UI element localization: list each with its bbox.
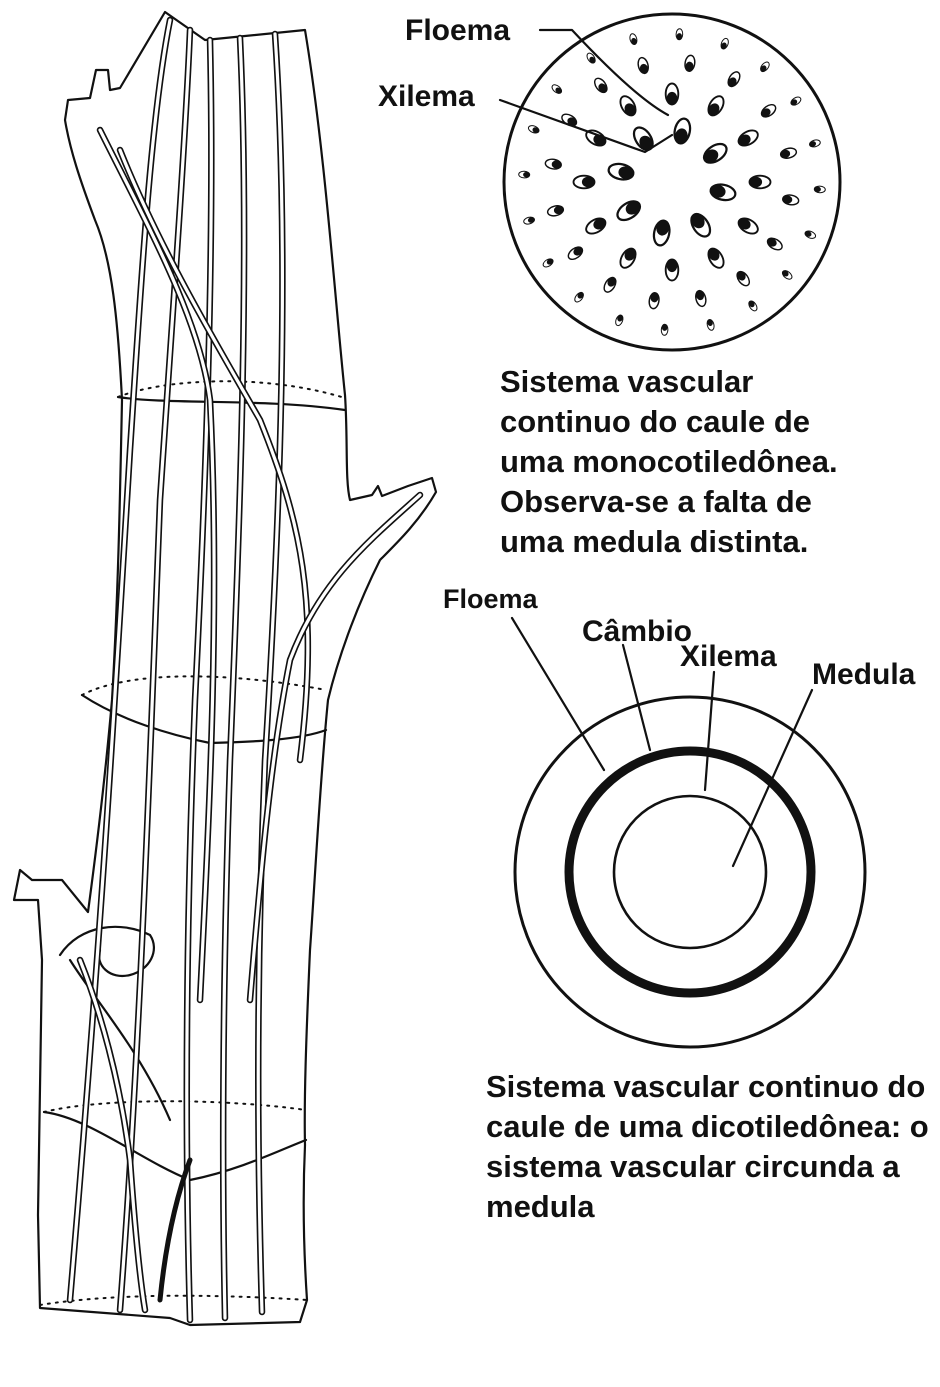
monocot-caption-line-4: Observa-se a falta de <box>500 484 812 519</box>
vascular-bundle <box>814 186 825 193</box>
vascular-bundle <box>574 176 595 189</box>
dicot-floema-label: Floema <box>443 584 539 614</box>
slice-1 <box>118 397 345 410</box>
xilema-pointer-dico <box>705 672 714 790</box>
vascular-bundle <box>666 84 679 105</box>
dicot-pith-circle <box>614 796 766 948</box>
monocot-floema-label: Floema <box>405 14 510 47</box>
vascular-bundle <box>519 171 530 178</box>
cambio-pointer-dico <box>623 645 650 750</box>
monocot-caption-line-2: continuo do caule de <box>500 404 810 439</box>
dicot-caption-line-1: Sistema vascular continuo do <box>486 1069 925 1104</box>
dicot-caption-line-3: sistema vascular circunda a <box>486 1149 900 1184</box>
dicot-caption-line-4: medula <box>486 1189 595 1224</box>
vascular-bundle <box>666 260 679 281</box>
dicot-cambium-ring <box>569 751 811 993</box>
vascular-strands <box>70 20 420 1320</box>
slice-2 <box>82 695 326 743</box>
monocot-cross-section <box>500 14 840 350</box>
slice-1-back <box>118 381 345 398</box>
vascular-bundle <box>661 324 668 335</box>
stem-illustration <box>14 12 436 1325</box>
vascular-bundle <box>676 29 683 40</box>
monocot-xilema-label: Xilema <box>378 80 475 113</box>
vascular-bundle <box>750 176 771 189</box>
dicot-caption: Sistema vascular continuo do caule de um… <box>486 1069 937 1224</box>
monocot-caption-line-1: Sistema vascular <box>500 364 753 399</box>
monocot-caption: Sistema vascular continuo do caule de um… <box>500 364 846 559</box>
monocot-circle <box>504 14 840 350</box>
monocot-caption-line-3: uma monocotiledônea. <box>500 444 838 479</box>
monocot-caption-line-5: uma medula distinta. <box>500 524 808 559</box>
dicot-cambio-label: Câmbio <box>582 615 692 648</box>
dicot-caption-line-2: caule de uma dicotiledônea: o <box>486 1109 929 1144</box>
dicot-medula-label: Medula <box>812 658 916 691</box>
slice-4-back <box>40 1296 307 1305</box>
dicot-xilema-label: Xilema <box>680 640 777 673</box>
